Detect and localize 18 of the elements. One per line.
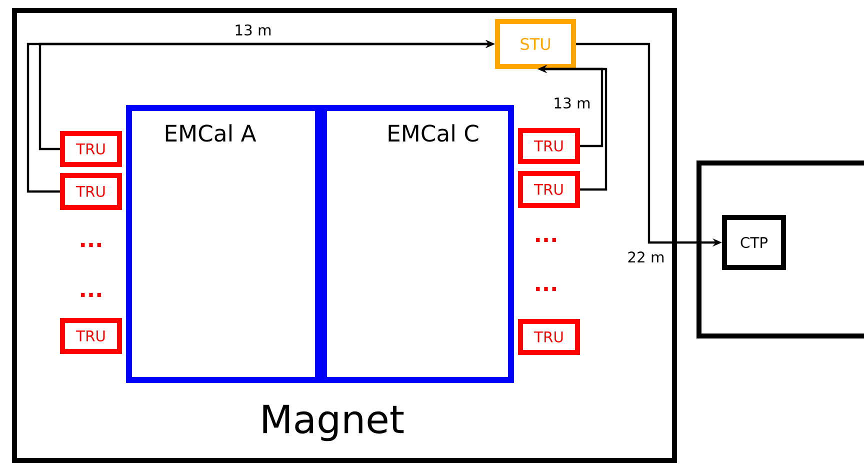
edge-label: 22 m: [626, 250, 666, 264]
tru-box: TRU: [60, 131, 122, 167]
tru-box: TRU: [518, 171, 580, 208]
stu-box: STU: [495, 19, 576, 69]
enclosure-box: [696, 160, 864, 338]
ctp-box: CTP: [722, 215, 786, 270]
tru-box: TRU: [518, 319, 580, 355]
tru-box: TRU: [518, 128, 580, 164]
ellipsis: ...: [536, 238, 556, 242]
tru-box: TRU: [60, 318, 122, 354]
tru-box: TRU: [60, 173, 122, 210]
edge-label: 13 m: [232, 23, 274, 37]
ellipsis: ...: [81, 292, 101, 297]
detector-box: EMCal A: [126, 105, 321, 383]
detector-box: EMCal C: [321, 105, 514, 383]
ellipsis: ...: [81, 242, 101, 247]
edge-label: 13 m: [552, 96, 592, 110]
ellipsis: ...: [536, 286, 556, 291]
